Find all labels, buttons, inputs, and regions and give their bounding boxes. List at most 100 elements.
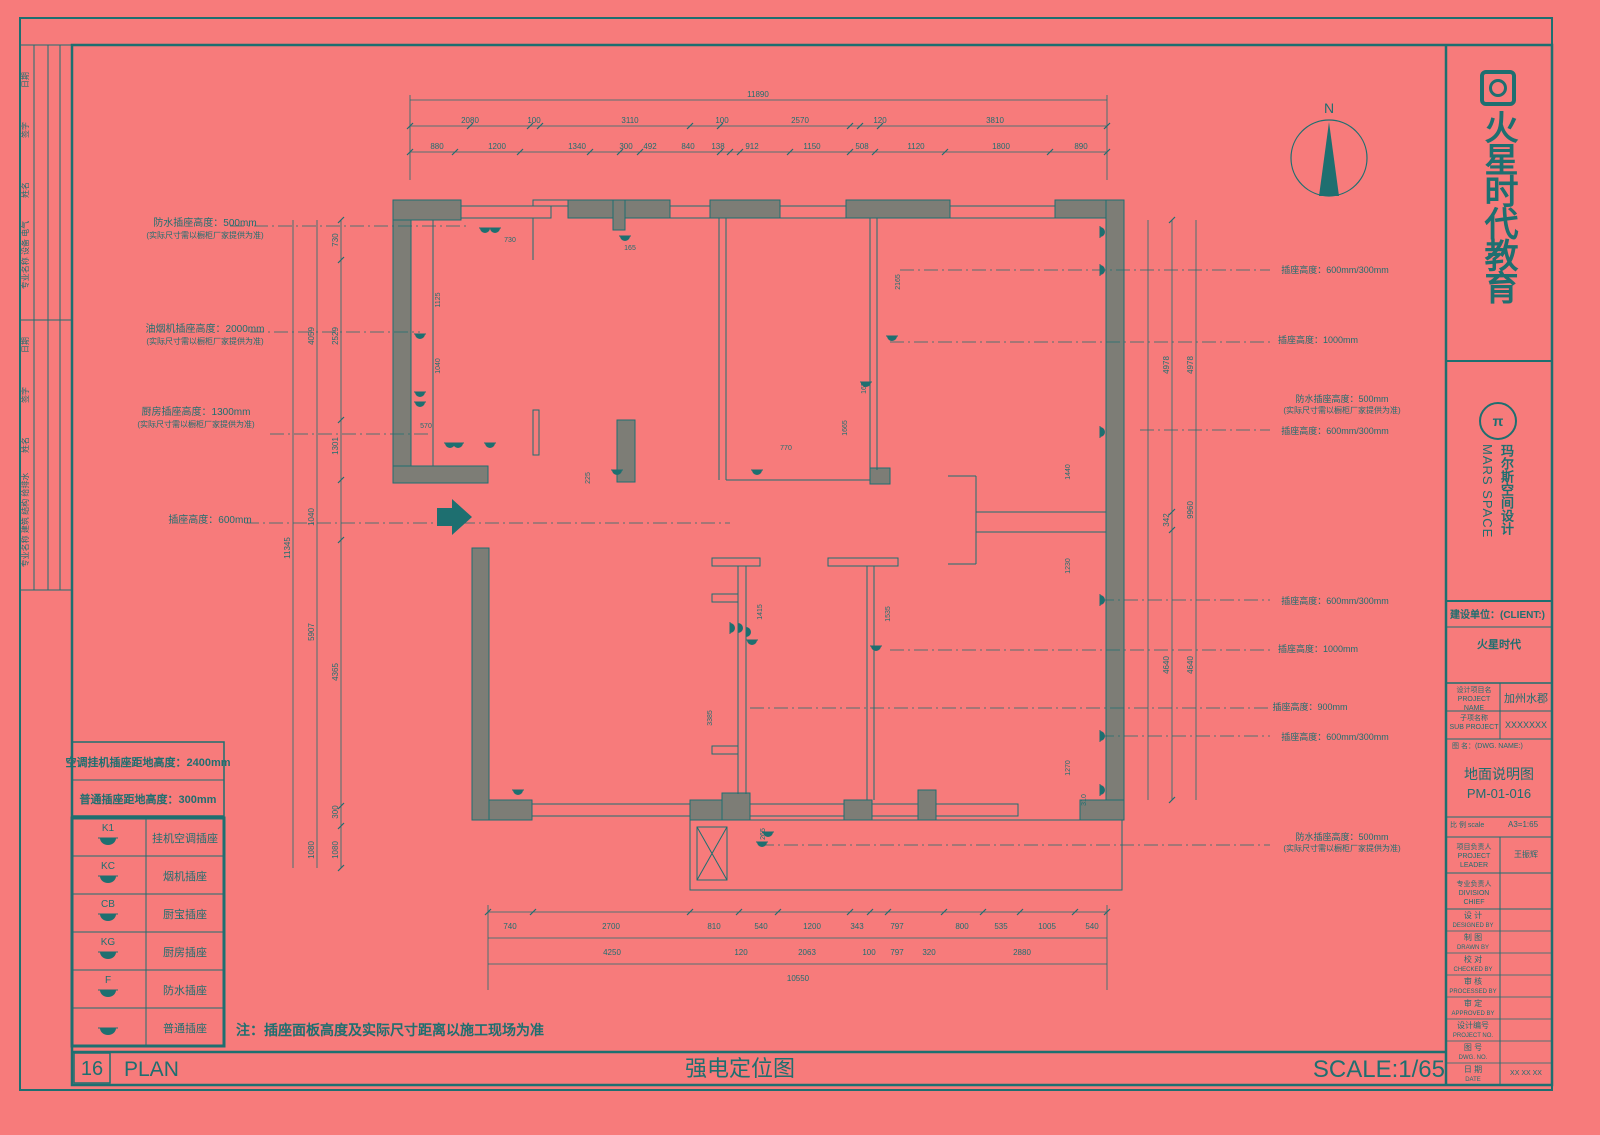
drawing-title: 强电定位图: [685, 1056, 795, 1081]
socket-icon: [751, 469, 763, 475]
sign-row-label-en: DRAWN BY: [1457, 945, 1489, 951]
dimension-label: 770: [780, 445, 792, 452]
sign-row-label-en: DATE: [1465, 1077, 1481, 1083]
partner-logo: π MARS SPACE 玛尔斯空间设计: [1468, 402, 1528, 592]
water-heater-socket-icon: CB: [98, 899, 118, 921]
legend-code: F: [105, 975, 111, 986]
socket-icon: [414, 401, 426, 407]
dimension-label: 1440: [1065, 464, 1072, 480]
socket-icon: [1099, 784, 1105, 796]
dimension-label: 225: [585, 472, 592, 484]
dimension-label: 840: [681, 142, 695, 151]
scale-field-value: A3=1:65: [1508, 820, 1539, 829]
dimension-label: 138: [711, 142, 725, 151]
socket-icon: [98, 1027, 118, 1035]
plan-label: PLAN: [124, 1058, 179, 1081]
strip-label: 签字: [20, 387, 30, 403]
dimension-label: 2880: [1013, 948, 1031, 957]
annotation-title: 防水插座高度：500mm: [153, 216, 256, 229]
socket-icon: [479, 227, 491, 233]
strip-label: 专业名称 设备 电气: [20, 221, 30, 289]
sheet-number-box: [73, 1052, 111, 1084]
date-value: XX XX XX: [1510, 1070, 1542, 1077]
strip-label: 姓名: [20, 182, 30, 198]
dimension-label: 4640: [1162, 656, 1171, 674]
socket-icon: [745, 626, 751, 638]
strip-label: 日期: [21, 337, 30, 353]
waterproof-socket-icon: F: [98, 975, 118, 997]
dimension-label: 3385: [707, 710, 714, 726]
annotation-sub: (实际尺寸需以橱柜厂家提供为准): [146, 230, 264, 240]
leader-value: 王振辉: [1514, 850, 1538, 859]
socket-icon: [746, 639, 758, 645]
annotation-title: 防水插座高度：500mm: [1295, 393, 1388, 404]
north-label: N: [1324, 100, 1334, 116]
annotation-sub: (实际尺寸需以橱柜厂家提供为准): [137, 419, 255, 429]
socket-icon: [1099, 730, 1105, 742]
legend-label: 厨宝插座: [163, 907, 207, 921]
dimension-label: 1301: [331, 437, 340, 455]
dimension-label: 100: [715, 116, 729, 125]
annotation-title: 插座高度：1000mm: [1278, 334, 1358, 345]
dimension-label: 535: [994, 922, 1008, 931]
partner-chinese: 玛尔斯空间设计: [1499, 444, 1514, 535]
sign-row-label-en: PROJECT NO.: [1453, 1033, 1494, 1039]
sign-row-label-en: PROCESSED BY: [1449, 989, 1496, 995]
dimension-label: 1080: [307, 841, 316, 859]
sign-row-label-en: DWG. NO.: [1459, 1055, 1488, 1061]
right-annotations: 插座高度：600mm/300mm 插座高度：1000mm 防水插座高度：500mm (…: [1272, 264, 1401, 853]
dimension-label: 1040: [435, 358, 442, 374]
socket-icon: [870, 645, 882, 651]
dimension-label: 1005: [1038, 922, 1056, 931]
dimension-label: 890: [1074, 142, 1088, 151]
dimension-label: 2063: [798, 948, 816, 957]
socket-icon: [737, 622, 743, 634]
annotation-sub: (实际尺寸需以橱柜厂家提供为准): [1283, 843, 1401, 853]
drawing-number: PM-01-016: [1466, 786, 1532, 801]
legend-label: 防水插座: [163, 983, 207, 997]
dimension-label: 1800: [992, 142, 1010, 151]
kitchen-socket-icon: KG: [98, 937, 118, 959]
dimension-label: 1150: [803, 142, 821, 151]
dimension-label: 11345: [283, 537, 292, 559]
sign-row-label: 日 期: [1464, 1065, 1482, 1074]
socket-leader-lines: [230, 225, 1270, 846]
dimension-label: 165: [861, 382, 868, 394]
sign-row-label-en: CHECKED BY: [1453, 967, 1492, 973]
dimension-label: 730: [504, 237, 516, 244]
sign-row-label: 制 图: [1464, 932, 1482, 942]
dimension-label: 5907: [307, 623, 316, 641]
client-value: 火星时代: [1477, 639, 1521, 651]
sub-project-value: XXXXXXX: [1504, 720, 1548, 730]
dimension-label: 120: [734, 948, 748, 957]
annotation-title: 油烟机插座高度：2000mm: [146, 322, 265, 335]
dimension-label: 797: [890, 922, 904, 931]
interior-lines: [410, 218, 1123, 891]
dimension-label: 1270: [1065, 760, 1072, 776]
sign-row-label: 设计编号: [1457, 1020, 1489, 1030]
annotation-title: 插座高度：600mm/300mm: [1281, 595, 1389, 606]
dimension-label: 1415: [757, 604, 764, 620]
dimension-label: 3110: [621, 116, 639, 125]
dimension-label: 2080: [461, 116, 479, 125]
legend-code: K1: [102, 823, 115, 834]
annotation-title: 厨房插座高度：1300mm: [142, 405, 251, 418]
sheet-number: 16: [81, 1058, 103, 1080]
dimension-label: 2700: [602, 922, 620, 931]
dimension-label: 1230: [1065, 558, 1072, 574]
dimension-label: 4978: [1186, 356, 1195, 374]
brand-name: 火星时代教育: [1479, 110, 1517, 302]
dimension-label: 797: [890, 948, 904, 957]
dimension-label: 880: [430, 142, 444, 151]
dimension-label: 4640: [1186, 656, 1195, 674]
legend-label: 厨房插座: [163, 945, 207, 959]
dimension-label: 10550: [787, 974, 810, 983]
dimension-label: 2529: [331, 327, 340, 345]
legend-code: CB: [101, 899, 115, 910]
